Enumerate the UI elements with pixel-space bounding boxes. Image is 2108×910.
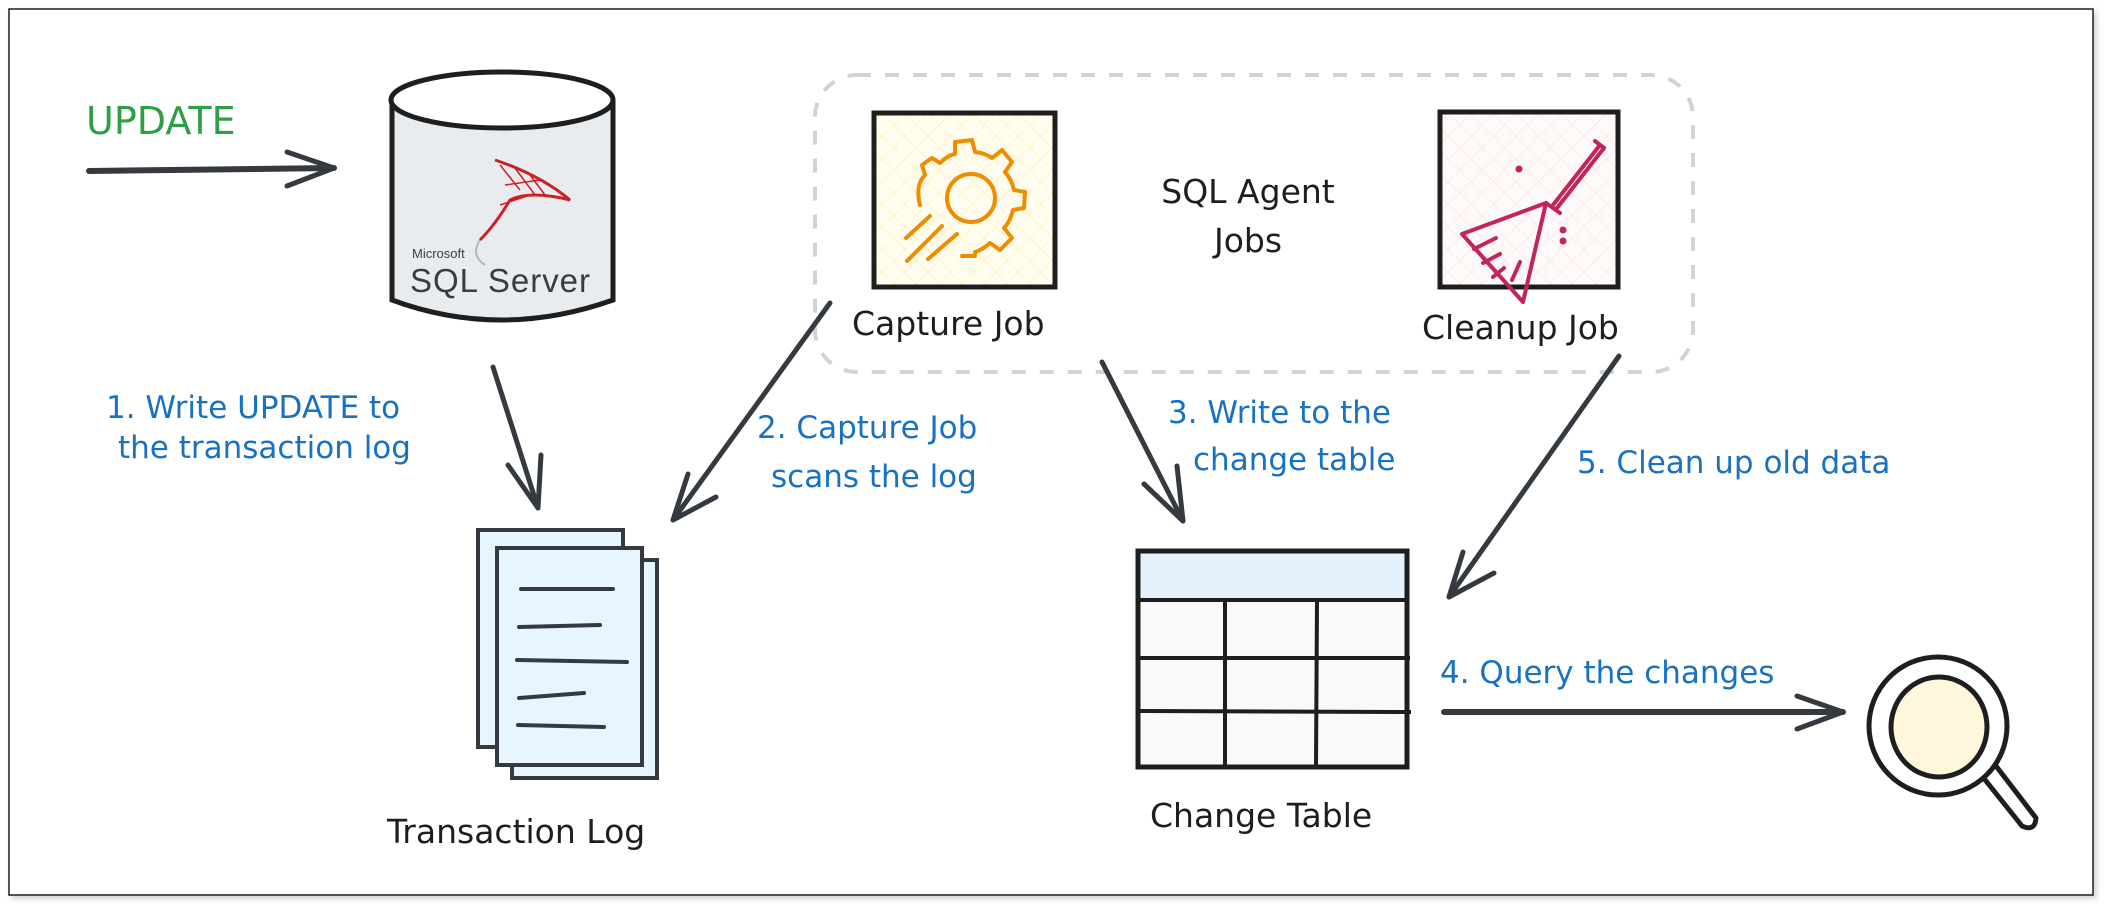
step-2-label: 2. Capture Job scans the log [757,410,977,495]
transaction-log-node: Transaction Log [386,528,659,851]
sql-server-brand-small: Microsoft [412,246,465,261]
step-5-label: 5. Clean up old data [1577,445,1890,481]
step-1-arrow [490,364,544,511]
sql-server-node: Microsoft SQL Server [388,69,616,323]
sql-server-brand-main: SQL Server [410,262,590,299]
change-table-label: Change Table [1150,796,1372,835]
step-3-arrow [1099,359,1186,524]
cleanup-job-node: Cleanup Job [1422,109,1621,347]
update-arrow [86,149,337,189]
step-5-arrow [1446,353,1622,600]
step-3-label: 3. Write to the change table [1168,395,1395,478]
capture-job-node: Capture Job [852,110,1058,343]
step-4-label: 4. Query the changes [1440,655,1774,691]
document-stack-icon [476,528,659,780]
capture-job-label: Capture Job [852,304,1045,343]
transaction-log-label: Transaction Log [386,812,645,851]
sql-agent-jobs-group: SQL Agent Jobs Capture Job [813,73,1695,374]
svg-text:change table: change table [1193,442,1395,478]
table-icon [1135,548,1412,770]
svg-text:the transaction log: the transaction log [118,430,411,466]
svg-text:1. Write UPDATE to: 1. Write UPDATE to [106,390,400,426]
svg-text:3. Write to the: 3. Write to the [1168,395,1391,431]
magnifier-icon [1866,654,2039,831]
cleanup-job-label: Cleanup Job [1422,308,1619,347]
step-2-arrow [670,300,833,523]
broom-icon [1460,139,1606,304]
change-table-node: Change Table [1135,548,1412,835]
svg-text:2. Capture Job: 2. Capture Job [757,410,977,446]
group-border [813,73,1695,374]
gear-icon [904,138,1027,263]
group-title-line1: SQL Agent [1161,172,1335,211]
step-4-arrow [1441,693,1846,732]
group-title-line2: Jobs [1212,221,1282,260]
query-node [1866,654,2039,831]
step-1-label: 1. Write UPDATE to the transaction log [106,390,411,466]
svg-text:scans the log: scans the log [771,459,977,495]
sql-server-logo-icon [475,158,571,266]
update-label: UPDATE [86,99,236,143]
